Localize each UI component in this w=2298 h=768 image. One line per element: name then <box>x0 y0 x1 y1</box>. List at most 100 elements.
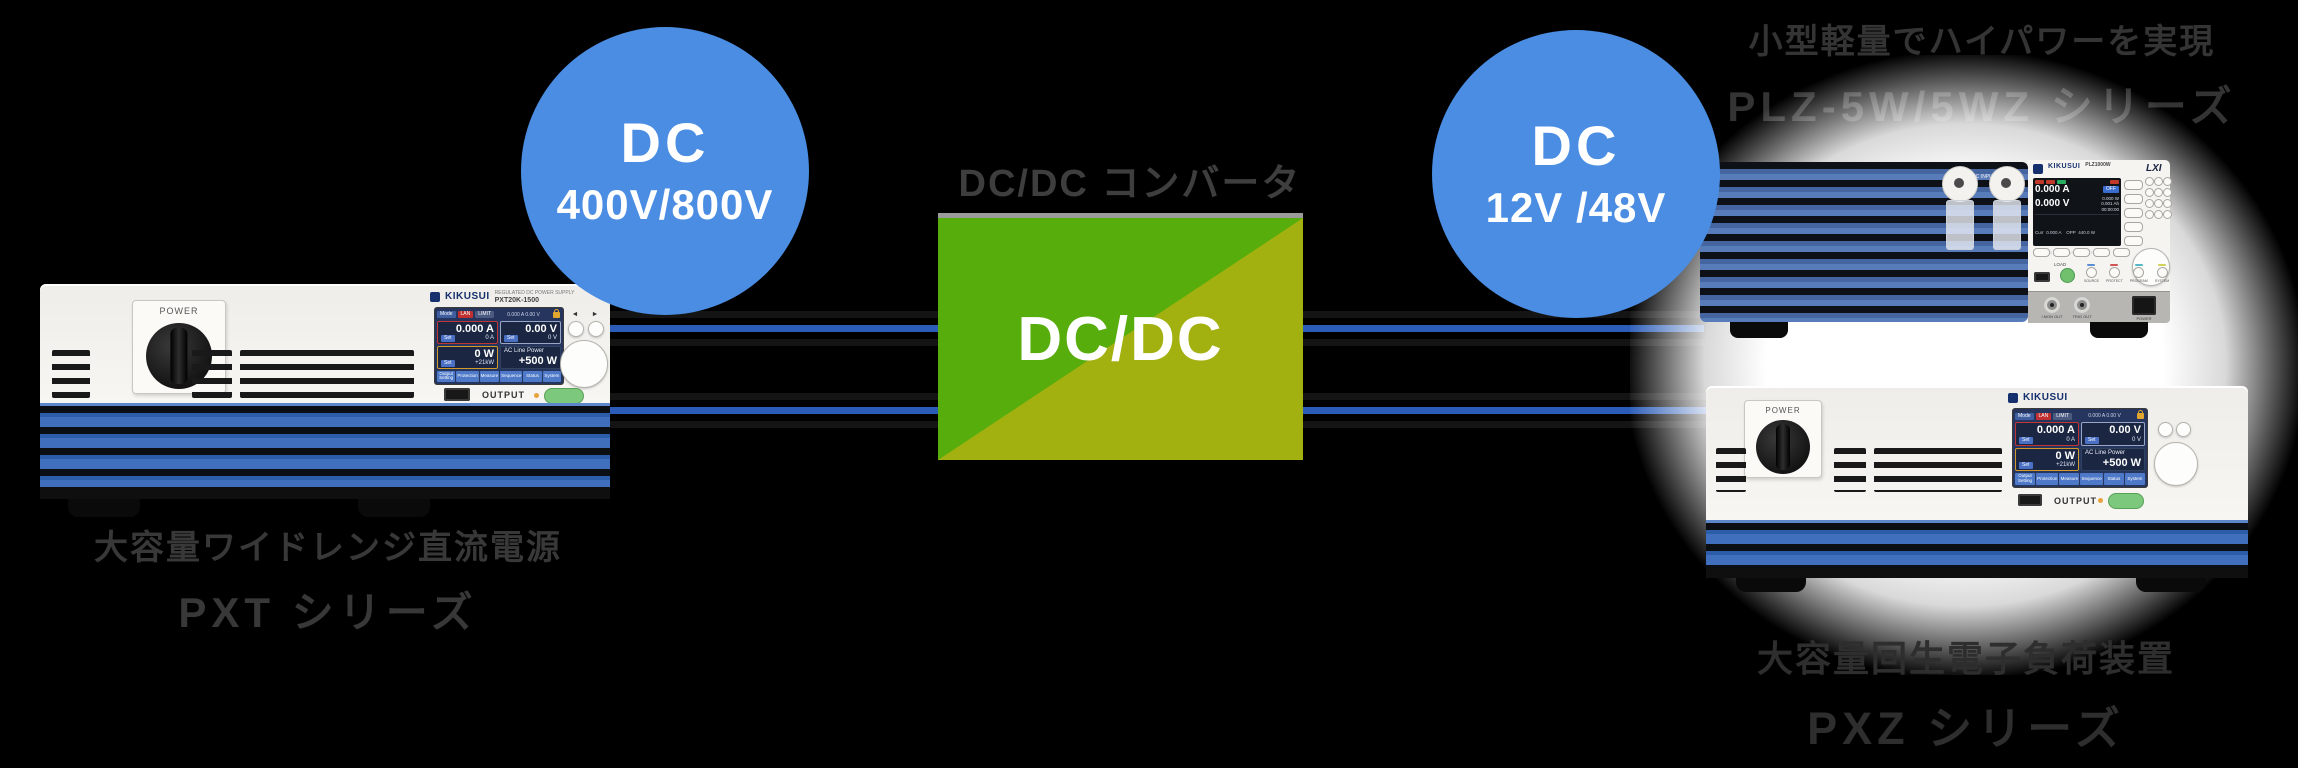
vent-grille <box>1874 448 2002 492</box>
touchscreen-menu: Output Setting Protection Measure Sequen… <box>2015 472 2145 485</box>
pxt-touchscreen: Mode LAN LIMIT 0.000 A 0.00 V 0.000 A Se… <box>434 307 564 385</box>
pxz-power-label: POWER <box>1765 406 1801 415</box>
pxt-caption-line2: PXT シリーズ <box>178 589 478 636</box>
dc-input-badge-title: DC <box>620 111 710 174</box>
lock-icon <box>553 308 560 318</box>
limit-values: 0.000 A 0.00 V <box>507 311 540 318</box>
touchscreen-menu: Output Setting Protection Measure Sequen… <box>437 370 561 382</box>
program-key <box>2133 267 2145 278</box>
dc-input-badge-voltage: 400V/800V <box>556 180 774 228</box>
power-value: 0 W <box>474 347 494 360</box>
vent-grille <box>192 350 232 398</box>
load-state-chip: OFF <box>2103 186 2119 194</box>
set-chip: Set <box>441 359 455 367</box>
output-button <box>2108 493 2144 509</box>
voltage-readout-panel: 0.00 V Set 0 V <box>500 320 561 344</box>
plz-control-panel: KIKUSUI PLZ1000W LXI 0.000 A OFF 0.000 V… <box>2028 160 2172 291</box>
pxt-chassis-base <box>40 487 610 499</box>
menu-measure: Measure <box>479 370 500 382</box>
plz-power-label: POWER <box>2136 316 2152 321</box>
plz-power-value: 0.000 W <box>2102 195 2119 201</box>
plz-model: PLZ1000W <box>2085 162 2111 168</box>
numeric-keypad <box>2145 177 2172 219</box>
power-knob-handle <box>1775 424 1791 470</box>
power-readout-panel: 0 W Set+21kW <box>2015 447 2079 471</box>
pxt-air-grille <box>40 403 610 487</box>
pxt-caption: 大容量ワイドレンジ直流電源 PXT シリーズ <box>63 520 593 640</box>
plz-branding: KIKUSUI PLZ1000W <box>2033 162 2111 174</box>
voltage-set-value: 0 V <box>2131 437 2141 444</box>
pxz-touchscreen: Mode LAN LIMIT 0.000 A 0.00 V 0.000 A Se… <box>2012 408 2148 488</box>
pxz-brand: KIKUSUI <box>2023 392 2068 403</box>
menu-sequence: Sequence <box>500 370 523 382</box>
pxz-branding: KIKUSUI <box>2008 392 2068 403</box>
menu-system: System <box>2124 472 2145 485</box>
limit-chip: LIMIT <box>475 311 495 319</box>
voltage-set-value: 0 V <box>547 335 557 342</box>
device-foot <box>68 499 140 517</box>
mode-chip: Mode <box>437 311 456 319</box>
pxz-air-grille <box>1706 520 2248 568</box>
menu-measure: Measure <box>2059 472 2080 485</box>
pxt-caption-line1: 大容量ワイドレンジ直流電源 <box>94 529 562 567</box>
cursor-right-button <box>2176 422 2191 437</box>
bnc-connector <box>2044 297 2060 313</box>
wire-output-top <box>1301 325 1704 332</box>
rotary-knob <box>2154 442 2198 486</box>
power-set-value: +21kW <box>475 360 494 367</box>
arrow-right-icon: ► <box>591 311 599 318</box>
cursor-right-button <box>588 321 604 337</box>
ac-line-value: +500 W <box>518 354 557 367</box>
lan-chip: LAN <box>457 311 474 319</box>
voltage-value: 0.00 V <box>525 322 557 335</box>
vent-grille <box>52 350 90 398</box>
pxt-branding: KIKUSUI REGULATED DC POWER SUPPLY PXT20K… <box>430 290 574 304</box>
output-led <box>534 393 539 398</box>
usb-port-icon <box>444 388 470 401</box>
ac-line-panel: AC Line Power +500 W <box>2081 447 2145 471</box>
device-foot <box>2136 578 2206 592</box>
kikusui-logo-icon <box>2008 393 2018 403</box>
source-key <box>2085 267 2097 278</box>
bnc-connector <box>2074 297 2090 313</box>
power-switch <box>2132 296 2156 315</box>
set-chip: Set <box>2085 436 2099 444</box>
pxz-power-knob <box>1756 420 1810 474</box>
plz-elapsed-time: 00:00:00 <box>2101 206 2119 212</box>
arrow-left-icon: ◄ <box>571 311 579 318</box>
set-chip: Set <box>441 334 455 342</box>
pxz-electronic-load: POWER KIKUSUI Mode LAN LIMIT 0.000 A 0.0… <box>1706 386 2248 592</box>
dc-output-badge-voltage: 12V /48V <box>1485 183 1667 231</box>
kikusui-logo-icon <box>430 292 440 302</box>
pxt-power-supply: POWER KIKUSUI REGULATED DC POWER SUPPLY … <box>40 284 610 518</box>
wire-input-bottom <box>604 407 940 414</box>
converter-box-label: DC/DC <box>1017 304 1224 374</box>
device-foot <box>1736 578 1806 592</box>
menu-status: Status <box>523 370 542 382</box>
usb-port-icon <box>2018 494 2042 506</box>
protect-key <box>2108 267 2120 278</box>
power-value: 0 W <box>2055 449 2075 462</box>
set-chip: Set <box>504 334 518 342</box>
menu-output-setting: Output Setting <box>2015 472 2036 485</box>
lan-chip: LAN <box>2035 412 2052 420</box>
wire-input-top <box>604 325 940 332</box>
dc-output-badge: DC 12V /48V <box>1432 30 1720 318</box>
pxt-brand: KIKUSUI <box>445 291 490 302</box>
dc-input-label: DC INPUT <box>1972 174 1996 180</box>
system-key <box>2156 267 2168 278</box>
menu-status: Status <box>2103 472 2124 485</box>
vent-grille <box>1834 448 1866 492</box>
load-button-label: LOAD <box>2054 262 2067 267</box>
lxi-logo: LXI <box>2146 163 2162 174</box>
dcdc-converter-box: DC/DC <box>938 213 1303 460</box>
mode-chip: Mode <box>2015 412 2034 420</box>
pxt-output-label: OUTPUT <box>482 390 525 400</box>
plz-display: 0.000 A OFF 0.000 V 0.000 W 0.001 Ah 00:… <box>2033 178 2121 255</box>
ac-line-value: +500 W <box>2102 456 2141 469</box>
dc-output-badge-title: DC <box>1531 114 1621 177</box>
plz-caption-line1: 小型軽量でハイパワーを実現 <box>1748 23 2216 61</box>
